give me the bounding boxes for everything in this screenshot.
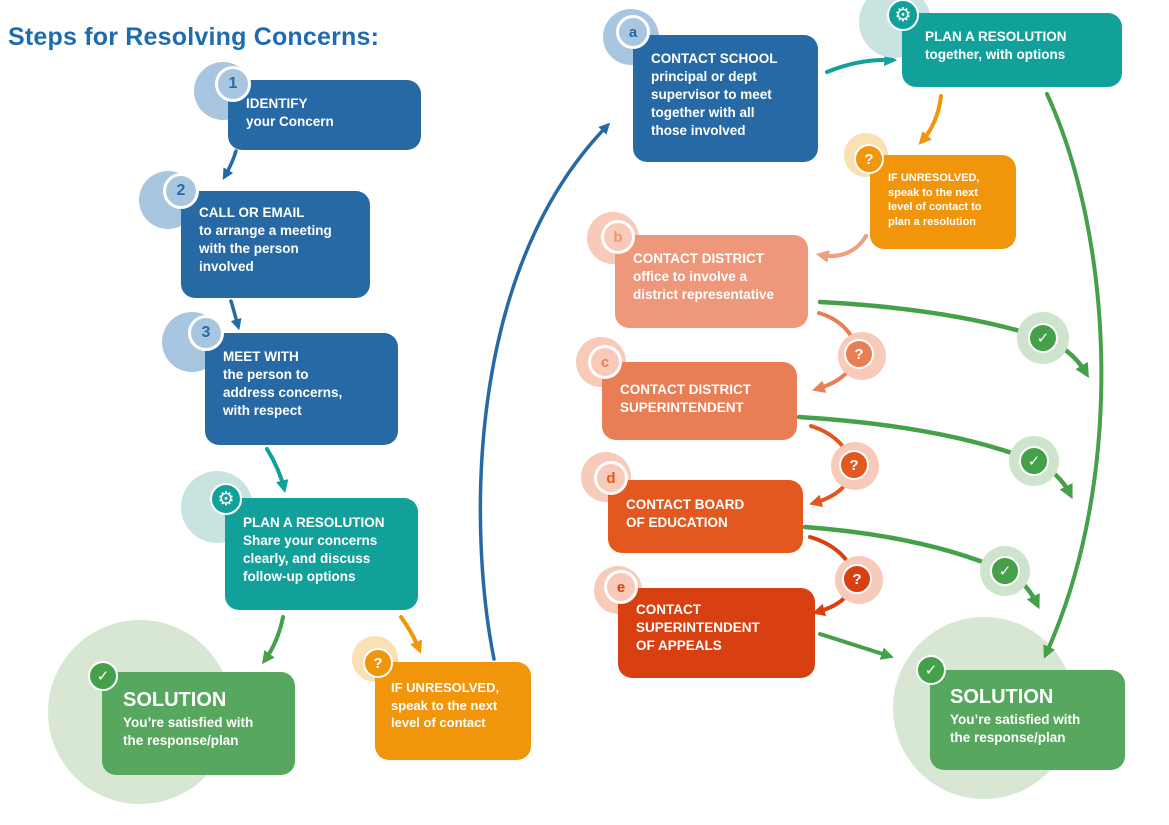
gear-icon: ⚙ [210, 483, 242, 515]
step-d-title: CONTACT BOARD OF EDUCATION [626, 497, 745, 530]
arrow-plan-to-solution-left [261, 615, 285, 665]
page-title: Steps for Resolving Concerns: [8, 22, 380, 51]
check-icon: ✓ [1019, 446, 1049, 476]
step-d-letter-badge: d [594, 461, 628, 495]
step-e-letter-badge: e [604, 570, 638, 604]
plan-right-body: together, with options [925, 47, 1066, 62]
step-b-letter-badge: b [601, 220, 635, 254]
arrow-step-e-to-solution-right [818, 632, 894, 660]
step-c-title: CONTACT DISTRICT SUPERINTENDENT [620, 382, 751, 415]
solution-left-box: SOLUTION You’re satisfied with the respo… [102, 672, 295, 775]
step-c-box: CONTACT DISTRICT SUPERINTENDENT [602, 362, 797, 440]
step-a-title: CONTACT SCHOOL [651, 51, 778, 66]
gear-icon: ⚙ [887, 0, 919, 31]
step1-number-badge: 1 [215, 66, 251, 102]
step1-body: your Concern [246, 114, 334, 129]
arrow-step3-to-plan [265, 447, 289, 493]
step-b-title: CONTACT DISTRICT [633, 251, 764, 266]
step-b-body: office to involve a district representat… [633, 269, 775, 302]
arrow-step-b-resolved [817, 299, 1089, 378]
step3-number-badge: 3 [188, 315, 224, 351]
arrow-plan-right-to-unresolved-right [918, 94, 943, 145]
step2-number-badge: 2 [163, 173, 199, 209]
step-e-box: CONTACT SUPERINTENDENT OF APPEALS [618, 588, 815, 678]
unresolved-left-box: IF UNRESOLVED, speak to the next level o… [375, 662, 531, 760]
plan-left-body: Share your concerns clearly, and discuss… [243, 533, 378, 584]
arrow-unresolved-right-to-step-b [815, 234, 868, 263]
step1-box: IDENTIFY your Concern [228, 80, 421, 150]
question-icon: ? [842, 564, 872, 594]
question-icon: ? [839, 450, 869, 480]
unresolved-right-title: IF UNRESOLVED, [888, 172, 980, 184]
plan-right-title: PLAN A RESOLUTION [925, 29, 1067, 44]
solution-right-body: You’re satisfied with the response/plan [950, 712, 1081, 745]
arrow-plan-to-unresolved-left [399, 615, 423, 654]
solution-left-title: SOLUTION [123, 689, 227, 711]
check-icon: ✓ [916, 655, 946, 685]
step-a-box: CONTACT SCHOOL principal or dept supervi… [633, 35, 818, 162]
step-a-letter-badge: a [616, 15, 650, 49]
check-icon: ✓ [1028, 323, 1058, 353]
arrow-step1-to-step2 [222, 149, 238, 180]
plan-left-title: PLAN A RESOLUTION [243, 515, 385, 530]
unresolved-right-body: speak to the next level of contact to pl… [888, 186, 982, 228]
solution-left-body: You’re satisfied with the response/plan [123, 715, 254, 748]
step-e-title: CONTACT SUPERINTENDENT OF APPEALS [636, 602, 760, 653]
step-a-body: principal or dept supervisor to meet tog… [651, 69, 772, 138]
plan-left-box: PLAN A RESOLUTION Share your concerns cl… [225, 498, 418, 610]
plan-right-box: PLAN A RESOLUTION together, with options [902, 13, 1122, 87]
arrow-step-c-resolved [796, 414, 1073, 500]
solution-right-title: SOLUTION [950, 686, 1054, 708]
unresolved-right-box: IF UNRESOLVED, speak to the next level o… [870, 155, 1016, 249]
step-d-box: CONTACT BOARD OF EDUCATION [608, 480, 803, 553]
unresolved-left-title: IF UNRESOLVED, [391, 680, 500, 695]
step-c-letter-badge: c [588, 345, 622, 379]
step3-box: MEET WITH the person to address concerns… [205, 333, 398, 445]
question-icon: ? [844, 339, 874, 369]
arrow-unresolved-left-to-step-a [478, 122, 611, 661]
step3-title: MEET WITH [223, 349, 299, 364]
arrow-plan-right-to-solution-right [1043, 92, 1104, 659]
question-icon: ? [363, 648, 393, 678]
unresolved-left-body: speak to the next level of contact [391, 697, 498, 731]
step3-body: the person to address concerns, with res… [223, 367, 343, 418]
check-icon: ✓ [88, 661, 118, 691]
arrow-step-d-resolved [802, 524, 1040, 610]
arrow-step2-to-step3 [229, 299, 242, 331]
question-icon: ? [854, 144, 884, 174]
step-b-box: CONTACT DISTRICT office to involve a dis… [615, 235, 808, 328]
check-icon: ✓ [990, 556, 1020, 586]
step1-title: IDENTIFY [246, 96, 308, 111]
step2-box: CALL OR EMAIL to arrange a meeting with … [181, 191, 370, 298]
arrow-step-a-to-plan-right [825, 53, 898, 74]
solution-right-box: SOLUTION You’re satisfied with the respo… [930, 670, 1125, 770]
step2-title: CALL OR EMAIL [199, 205, 305, 220]
step2-body: to arrange a meeting with the person inv… [199, 223, 332, 274]
